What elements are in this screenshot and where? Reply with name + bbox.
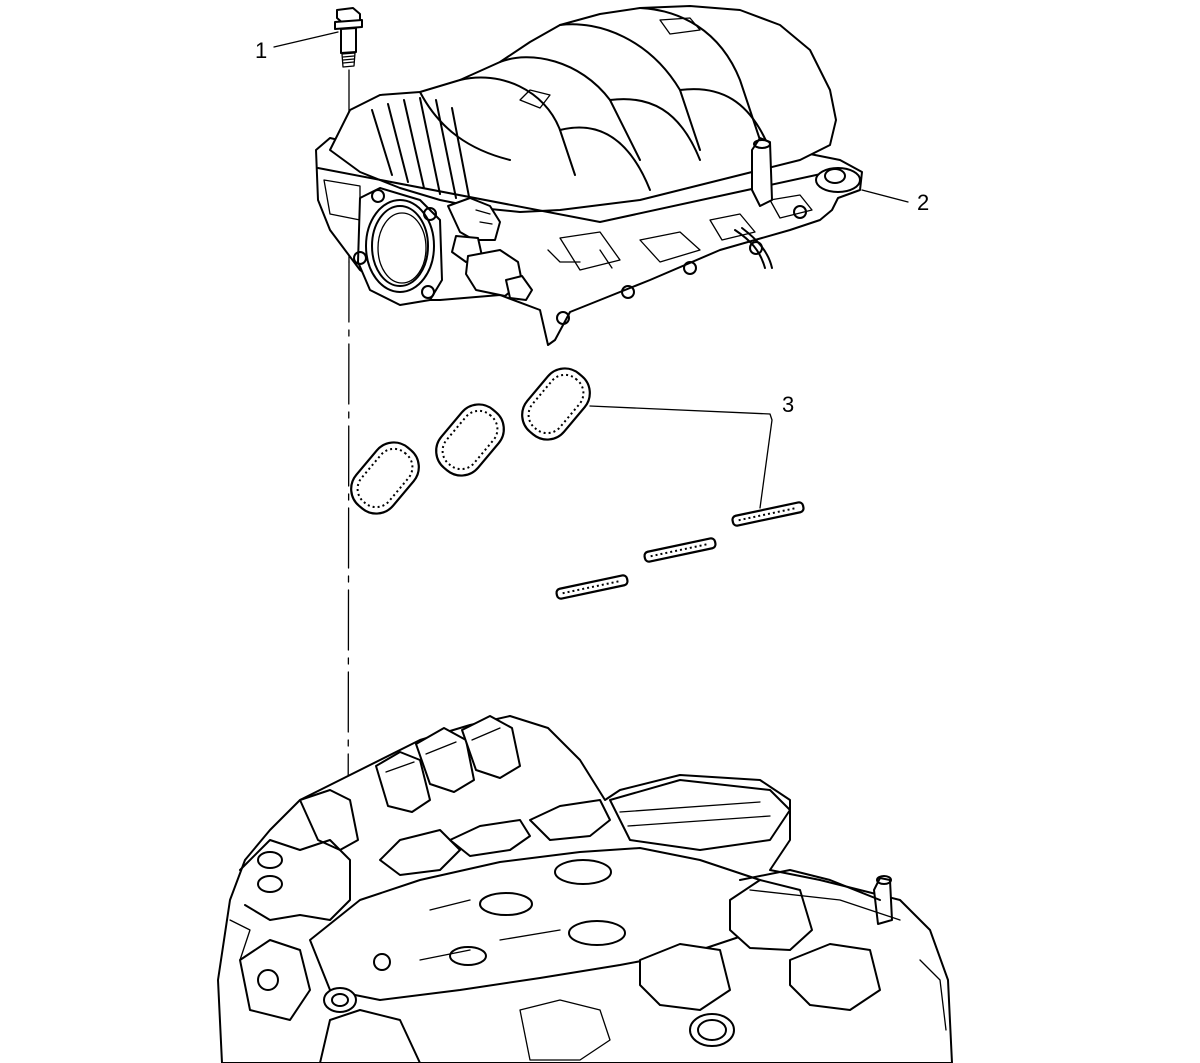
- bar-gasket: [643, 537, 717, 563]
- callout-label-2: 2: [917, 190, 929, 215]
- callout-leader-3: [589, 405, 773, 509]
- callout-leader-1: [273, 31, 339, 48]
- engine-block: [217, 715, 953, 1063]
- callout-label-1: 1: [255, 38, 267, 63]
- port-gasket: [435, 403, 505, 477]
- bar-gasket: [731, 501, 805, 527]
- bolt: [334, 7, 363, 68]
- intake-manifold: [315, 5, 863, 346]
- callout-leader-2: [861, 189, 909, 203]
- intake-gaskets: [350, 367, 805, 600]
- port-gasket: [350, 441, 420, 515]
- bar-gasket: [555, 574, 629, 600]
- callout-2: 2: [861, 189, 929, 215]
- callout-label-3: 3: [782, 392, 794, 417]
- callout-1: 1: [255, 31, 339, 63]
- port-gasket: [521, 367, 591, 441]
- callout-3: 3: [589, 392, 794, 509]
